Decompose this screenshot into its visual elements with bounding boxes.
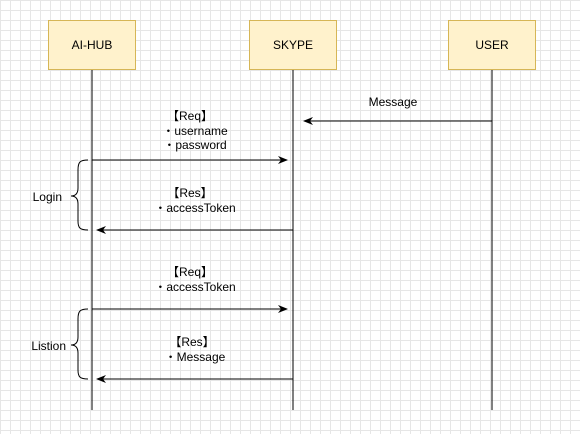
participant-skype: SKYPE [249, 20, 337, 70]
listen-req-tag: 【Req】 [166, 265, 213, 279]
participant-aihub-label: AI-HUB [71, 38, 113, 52]
login-res-tag: 【Res】 [167, 186, 213, 200]
participant-user: USER [448, 20, 536, 70]
message-user-to-skype-label: Message [368, 95, 418, 109]
group-login-label: Login [32, 190, 62, 204]
login-req-password: ・password [163, 138, 227, 152]
login-req-tag: 【Req】 [166, 109, 213, 123]
login-req-username: ・username [162, 124, 228, 138]
brace-login [70, 159, 89, 231]
participant-aihub: AI-HUB [48, 20, 136, 70]
listen-req-access-token: ・accessToken [154, 280, 236, 294]
group-listen-label: Listion [31, 339, 66, 353]
participant-user-label: USER [475, 38, 509, 52]
brace-listen [70, 308, 89, 380]
login-res-access-token: ・accessToken [154, 201, 236, 215]
listen-res-message: ・Message [164, 350, 226, 364]
participant-skype-label: SKYPE [272, 38, 314, 52]
listen-res-tag: 【Res】 [169, 335, 215, 349]
